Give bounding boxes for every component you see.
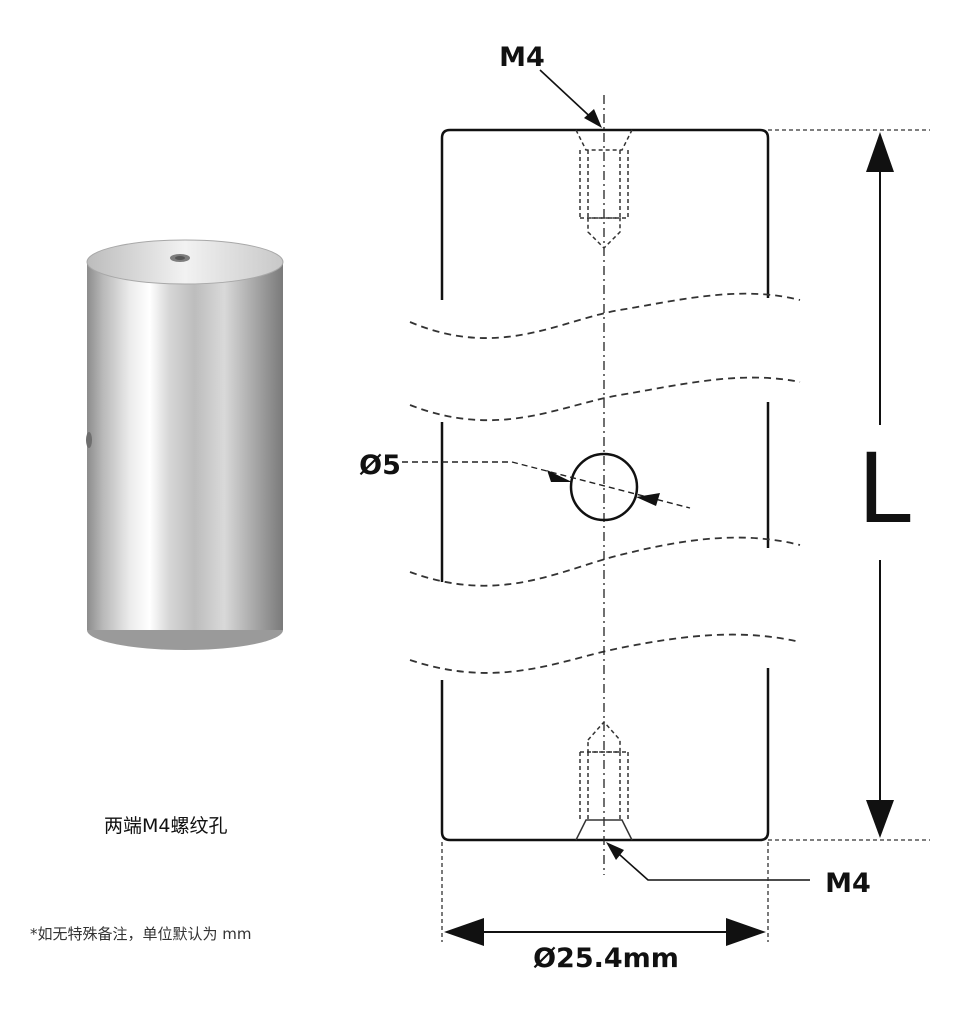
break-lines	[409, 292, 801, 674]
bottom-thread-label: M4	[825, 868, 871, 899]
diameter-label: Ø25.4mm	[533, 943, 679, 974]
length-dimension	[768, 129, 930, 841]
top-thread-label: M4	[499, 42, 545, 73]
diameter-dimension	[441, 842, 769, 946]
bottom-thread-hole	[575, 720, 633, 841]
side-hole	[86, 432, 92, 448]
units-note: *如无特殊备注，单位默认为 mm	[30, 925, 252, 943]
top-segment	[440, 128, 770, 300]
cylinder-body	[87, 262, 283, 630]
top-thread-hole	[575, 129, 633, 250]
length-arrow-top	[866, 132, 894, 172]
product-photo	[86, 239, 284, 650]
bottom-m4-leader	[609, 845, 810, 881]
cross-hole-circle	[569, 452, 639, 522]
diameter-arrow-left	[444, 918, 484, 946]
top-m4-arrow	[584, 109, 602, 128]
cross-hole-arrow-right	[636, 493, 660, 506]
cross-hole-arrow-left	[547, 470, 572, 482]
product-caption: 两端M4螺纹孔	[104, 815, 228, 837]
cross-hole-leader	[402, 461, 691, 509]
diameter-arrow-right	[726, 918, 766, 946]
length-arrow-bottom	[866, 800, 894, 838]
cylinder-top-face	[86, 239, 284, 285]
bottom-m4-arrow	[606, 842, 624, 860]
cross-hole-label: Ø5	[359, 450, 401, 481]
bottom-segment	[440, 668, 770, 842]
length-label: L	[857, 433, 910, 545]
drawing-outline	[440, 128, 770, 842]
